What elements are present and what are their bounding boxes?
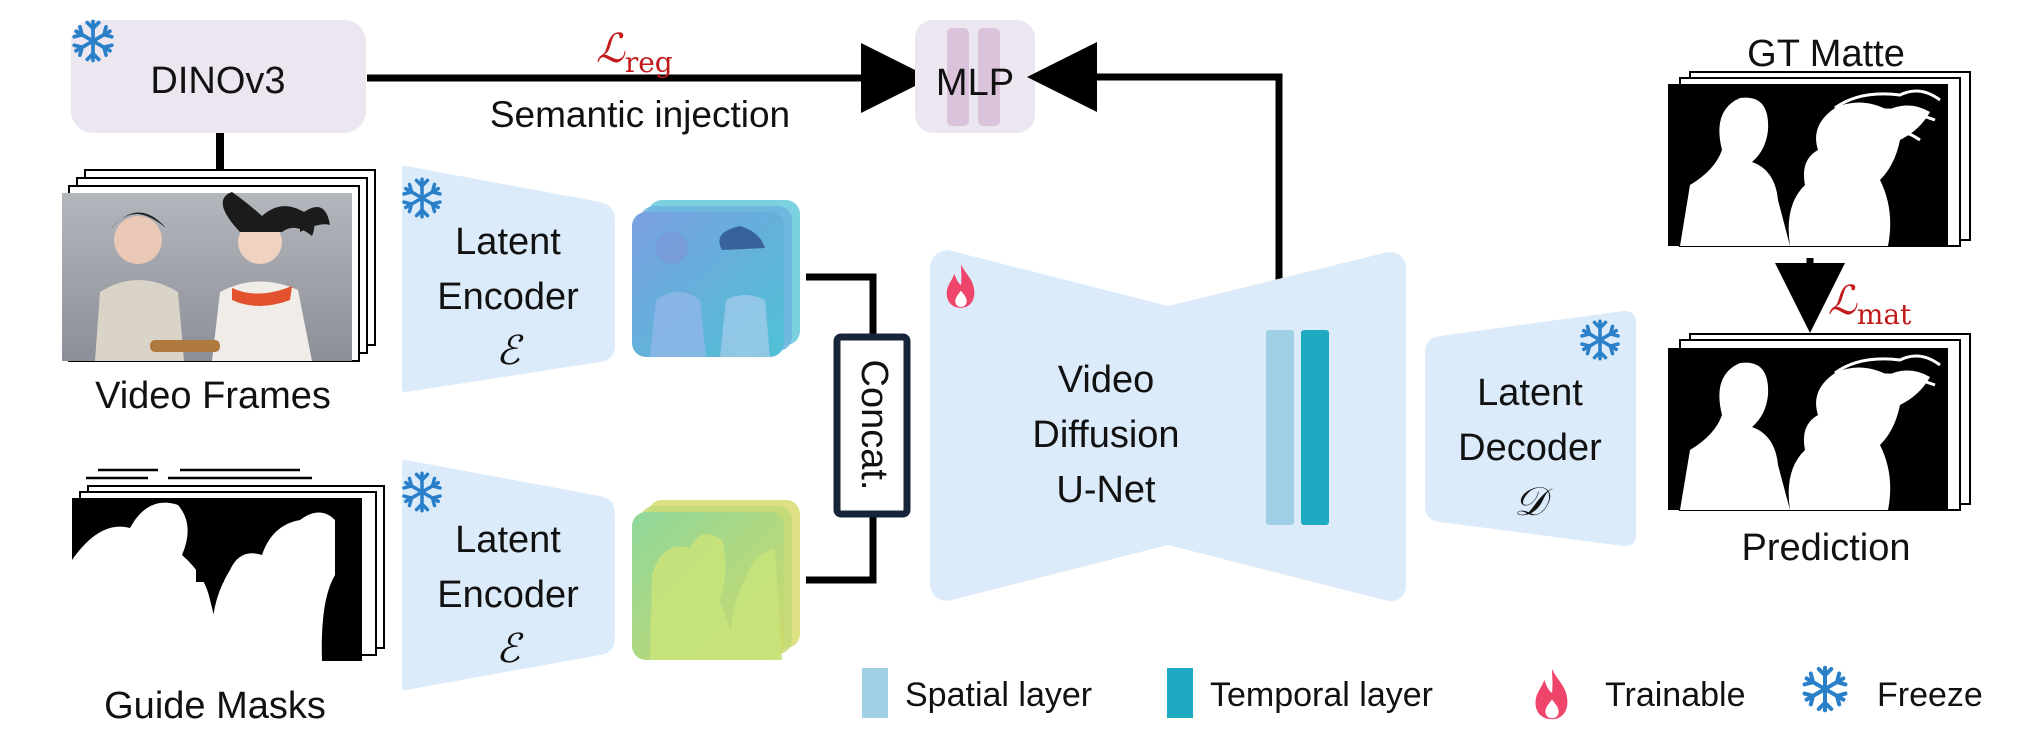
video-frames-stack [62, 169, 376, 362]
latent-stack-bottom [632, 500, 800, 660]
legend-freeze-label: Freeze [1877, 676, 1983, 714]
svg-text:U-Net: U-Net [1056, 469, 1156, 511]
concat-line-bottom [806, 516, 877, 584]
unet-node: Video Diffusion U-Net [930, 250, 1406, 602]
svg-text:ℰ: ℰ [496, 328, 524, 374]
mlp-label: MLP [936, 62, 1014, 104]
svg-text:ℰ: ℰ [496, 626, 524, 672]
temporal-layer-block [1301, 330, 1329, 525]
prediction-stack [1668, 333, 1971, 511]
mlp-node: MLP [915, 20, 1035, 133]
guide-masks-stack [72, 468, 385, 661]
svg-text:Decoder: Decoder [1458, 427, 1602, 469]
svg-text:Encoder: Encoder [437, 276, 579, 318]
dino-label: DINOv3 [150, 60, 285, 102]
encoder-top: Latent Encoder ℰ [402, 165, 615, 393]
concat-label: Concat. [853, 360, 895, 491]
concat-node: Concat. [833, 333, 911, 518]
legend-spatial-label: Spatial layer [905, 676, 1092, 714]
svg-text:Diffusion: Diffusion [1032, 414, 1179, 456]
legend-trainable-label: Trainable [1605, 676, 1745, 714]
flame-icon [1535, 668, 1568, 720]
legend: Spatial layer Temporal layer Trainable F… [862, 668, 1983, 720]
dino-connector [216, 133, 224, 171]
spatial-layer-block [1266, 330, 1294, 525]
svg-text:Latent: Latent [1477, 372, 1583, 414]
gt-matte-label: GT Matte [1747, 33, 1905, 75]
gt-matte-stack [1668, 71, 1971, 247]
guide-masks-label: Guide Masks [104, 685, 326, 727]
unet-to-mlp-arrow [1027, 42, 1283, 330]
legend-spatial-swatch [862, 668, 888, 718]
video-frames-label: Video Frames [95, 375, 331, 417]
prediction-label: Prediction [1742, 527, 1911, 569]
loss-reg-label: ℒreg [596, 26, 673, 79]
dino-node: DINOv3 [71, 20, 366, 133]
legend-temporal-swatch [1167, 668, 1193, 718]
encoder-bottom: Latent Encoder ℰ [402, 459, 615, 691]
svg-text:Encoder: Encoder [437, 574, 579, 616]
latent-stack-top [632, 200, 800, 357]
svg-text:Latent: Latent [455, 519, 561, 561]
snowflake-icon [1803, 668, 1846, 711]
legend-temporal-label: Temporal layer [1210, 676, 1433, 714]
concat-line-top [806, 273, 877, 335]
svg-text:Video: Video [1058, 359, 1155, 401]
loss-mat-label: ℒmat [1828, 278, 1912, 331]
decoder-node: Latent Decoder 𝒟 [1425, 310, 1636, 547]
semantic-injection-label: Semantic injection [490, 94, 790, 135]
svg-text:Latent: Latent [455, 221, 561, 263]
